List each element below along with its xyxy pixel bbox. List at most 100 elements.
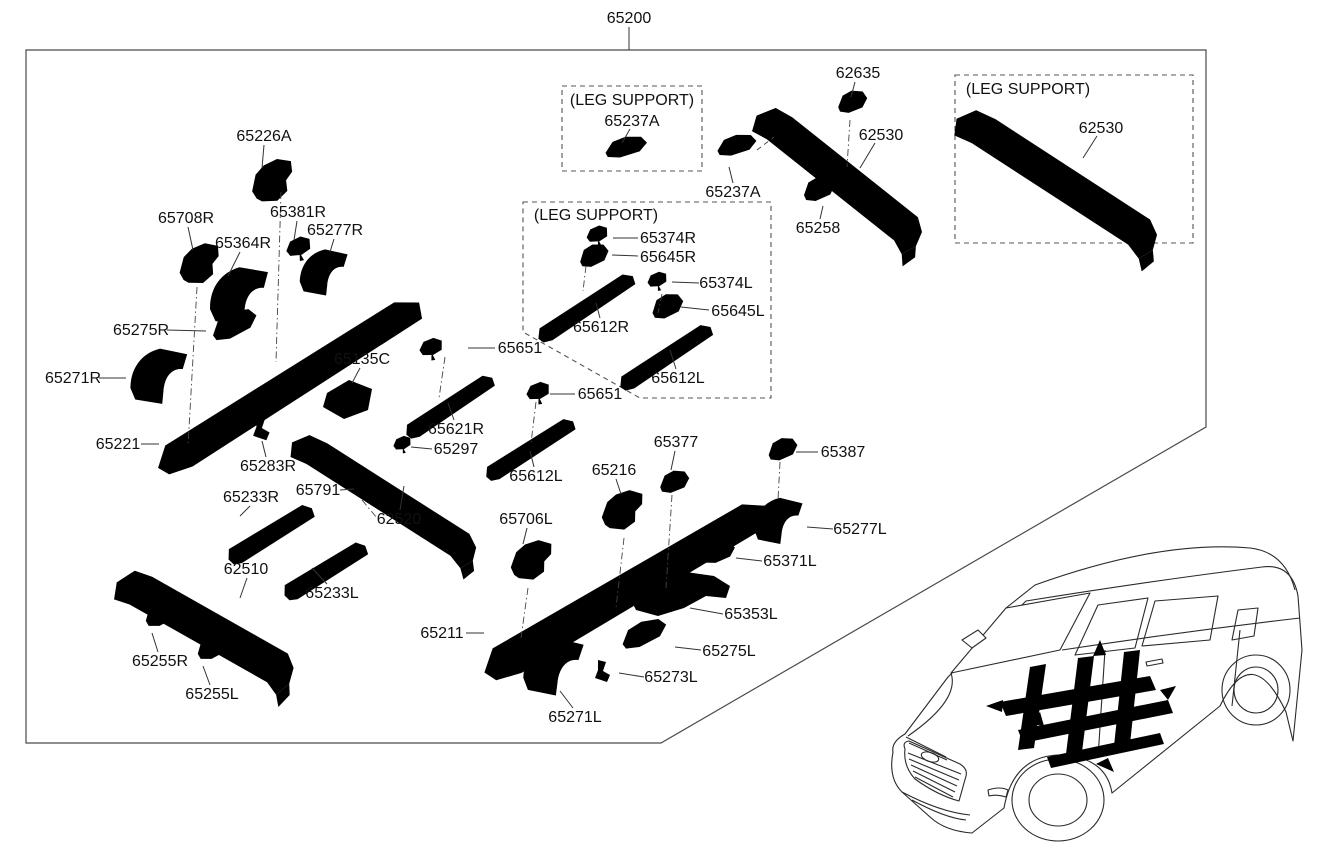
leader-line-65353L [689,607,724,615]
leader-line-62530 [859,142,876,169]
leader-line-65621R [447,402,455,421]
vehicle-grille [903,740,967,802]
part-label-65275R: 65275R [113,322,169,339]
leader-line-65612L [669,349,677,370]
vehicle-mirror [961,629,987,649]
part-62530-legsupport-drawing [941,101,1172,274]
leader-line-65277L [806,526,834,530]
part-label-65211: 65211 [420,625,463,642]
part-label-65255L: 65255L [185,686,238,703]
part-label-65135C: 65135C [334,351,390,368]
part-label-65364R: 65364R [215,235,271,252]
leader-lines [99,27,1098,709]
part-label-65200: 65200 [607,10,652,27]
leg-support-note: (LEG SUPPORT) [534,207,658,224]
leader-line-65233R [239,505,251,517]
part-label-65377: 65377 [654,434,699,451]
part-65237A-box-drawing [603,133,649,160]
dashed-connector [756,136,775,151]
leader-line-62530 [1082,135,1098,159]
part-65226A-drawing [244,155,302,208]
leader-line-62520 [399,485,405,511]
leader-line-65791 [339,488,355,491]
vehicle-roof-far-rail [1005,546,1296,609]
part-label-65645L: 65645L [711,303,764,320]
part-65706L-drawing [506,538,557,584]
leader-line-65216 [615,478,622,495]
part-65233R-drawing [224,501,318,569]
vehicle-illustration [891,546,1303,842]
part-label-65237A: 65237A [604,113,659,130]
part-label-65271R: 65271R [45,370,101,387]
vehicle-rear-wheel-inner [1233,666,1279,714]
part-label-65237A: 65237A [705,184,760,201]
part-label-65374L: 65374L [699,275,752,292]
part-65651-front-drawing [418,336,445,362]
part-label-65233R: 65233R [223,489,279,506]
part-65237A-drawing [715,132,758,158]
part-65645R-drawing [577,241,612,269]
leader-line-62510 [239,577,248,599]
part-65277L-drawing [752,496,806,546]
dash-dot-centerline [530,401,537,444]
part-label-65283R: 65283R [240,458,296,475]
leader-line-62635 [850,81,856,98]
leader-line-65255R [151,632,159,653]
part-label-65273L: 65273L [644,669,697,686]
part-label-65706L: 65706L [499,511,552,528]
part-label-65371L: 65371L [763,553,816,570]
part-label-65621R: 65621R [428,421,484,438]
part-label-65612R: 65612R [573,319,629,336]
part-label-65387: 65387 [821,444,866,461]
vehicle-door-seam-2 [1231,629,1241,707]
part-label-65353L: 65353L [724,606,777,623]
leader-line-65275L [674,646,702,651]
part-label-65277R: 65277R [307,222,363,239]
part-62530-drawing [739,99,936,269]
part-labels: 65200(LEG SUPPORT)65237A626356253065237A… [45,10,1123,726]
vehicle-front-wheel [1011,758,1105,842]
vehicle-sliding-window [1141,595,1219,647]
leader-line-65273L [618,672,645,678]
part-65275L-drawing [617,614,671,652]
dash-dot-centerline [438,356,446,399]
leader-line-65612L [529,450,535,468]
part-label-62530: 62530 [1079,120,1124,137]
leader-line-65708R [187,226,194,251]
part-label-65271L: 65271L [548,709,601,726]
part-label-62530: 62530 [859,127,904,144]
dash-dot-centerline [361,499,378,519]
vehicle-windshield [950,592,1091,674]
part-65645L-drawing [649,290,686,321]
leg-support-note: (LEG SUPPORT) [966,81,1090,98]
part-label-65708R: 65708R [158,210,214,227]
leg-support-box-left [561,85,703,172]
leader-line-65255L [202,665,211,686]
part-65135C-drawing [323,380,372,419]
part-label-65381R: 65381R [270,204,326,221]
part-label-65216: 65216 [592,462,637,479]
dash-dot-centerline [665,494,673,589]
dash-dot-centerline [615,537,625,609]
dash-dot-centerline [520,587,529,639]
leader-line-65297 [410,446,433,450]
leader-line-65377 [670,450,676,471]
vehicle-front-wheel-inner [1028,773,1088,827]
part-label-65374R: 65374R [640,230,696,247]
vehicle-headlight [905,736,947,758]
part-label-65233L: 65233L [305,585,358,602]
diagram-border [25,49,1207,744]
part-label-65612L: 65612L [651,370,704,387]
leader-line-65233L [311,567,328,585]
leader-line-65237A [728,166,734,184]
vehicle-door-handle [1145,658,1164,667]
leader-line-65135C [351,367,361,384]
leader-line-65283R [261,440,267,458]
leg-support-box-right [954,74,1194,244]
dash-dot-centerline [777,461,781,501]
vehicle-door-seam-1 [1097,649,1106,759]
part-label-65791: 65791 [296,482,341,499]
part-65271R-drawing [126,345,193,408]
